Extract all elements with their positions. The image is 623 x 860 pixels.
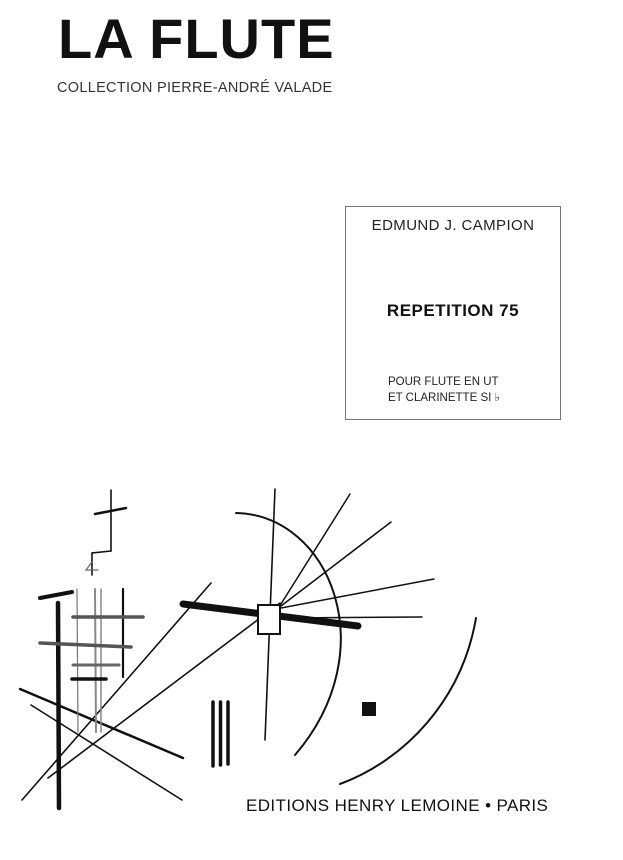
instrumentation: POUR FLUTE EN UT ET CLARINETTE SI ♭ bbox=[388, 374, 500, 406]
series-title: LA FLUTE bbox=[58, 7, 335, 70]
collection-name: COLLECTION PIERRE-ANDRÉ VALADE bbox=[57, 80, 333, 96]
composer-name: EDMUND J. CAMPION bbox=[371, 217, 535, 234]
instrumentation-line-2: ET CLARINETTE SI ♭ bbox=[388, 392, 500, 404]
instrumentation-line-1: POUR FLUTE EN UT bbox=[388, 376, 499, 388]
title-box: EDMUND J. CAMPION REPETITION 75 POUR FLU… bbox=[345, 206, 561, 420]
work-title: REPETITION 75 bbox=[386, 301, 520, 320]
publisher-name: EDITIONS HENRY LEMOINE • PARIS bbox=[246, 796, 549, 815]
